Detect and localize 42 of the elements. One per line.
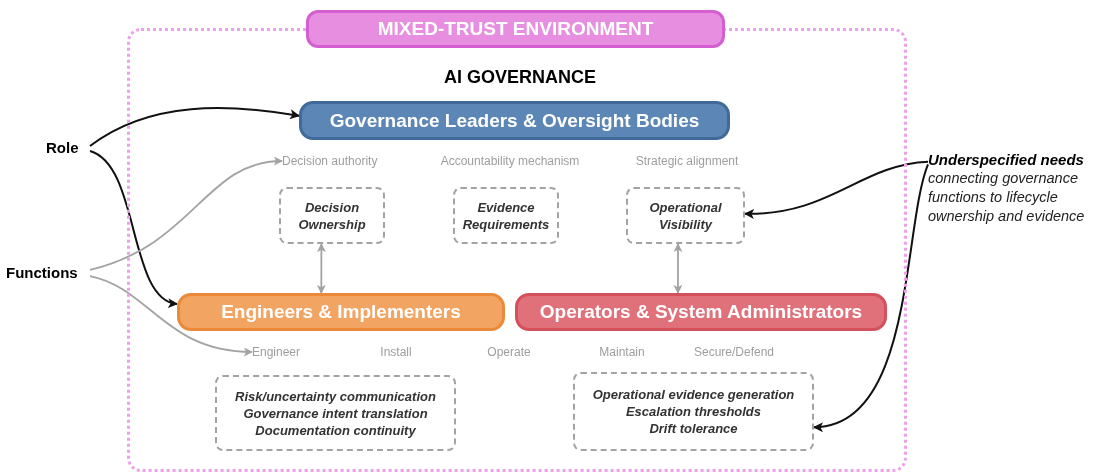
- need-box: [573, 372, 814, 451]
- need-text: Drift tolerance: [649, 420, 738, 437]
- need-text: Operational Visibility: [648, 198, 723, 233]
- environment-title: MIXED-TRUST ENVIRONMENT: [306, 10, 725, 48]
- connector-arrow: [89, 157, 283, 271]
- role-banner: [177, 293, 505, 331]
- function-label: Decision authority: [282, 153, 379, 170]
- need-box: [453, 187, 559, 244]
- function-label: Engineer: [252, 344, 302, 361]
- role-title: Engineers & Implementers: [221, 300, 461, 324]
- connector-arrow: [89, 107, 300, 147]
- side-label: Role: [46, 138, 80, 158]
- function-label: Operate: [486, 344, 532, 361]
- need-text: Documentation continuity: [255, 421, 416, 439]
- function-label: Strategic alignment: [634, 153, 740, 170]
- connector-arrow: [89, 150, 178, 306]
- need-box: [215, 375, 456, 451]
- need-text: Decision Ownership: [297, 198, 367, 233]
- need-text: Operational evidence generation: [592, 386, 795, 403]
- annotation-text: connecting governance functions to lifecycle ownership and evidence: [928, 169, 1086, 226]
- function-label: Secure/Defend: [692, 344, 776, 361]
- role-banner: [515, 293, 887, 331]
- section-heading: AI GOVERNANCE: [443, 66, 597, 89]
- function-label: Accountability mechanism: [439, 153, 581, 170]
- role-banner: [299, 101, 730, 140]
- side-label: Functions: [6, 263, 79, 283]
- need-text: Risk/uncertainty communication: [235, 387, 436, 405]
- connector-arrow: [673, 243, 683, 294]
- connector-arrow: [316, 243, 326, 294]
- function-label: Maintain: [598, 344, 646, 361]
- need-box: [626, 187, 745, 244]
- need-box: [279, 187, 385, 244]
- role-title: Governance Leaders & Oversight Bodies: [329, 108, 700, 133]
- connector-arrow: [89, 275, 253, 356]
- role-title: Operators & System Administrators: [539, 300, 863, 324]
- need-text: Escalation thresholds: [625, 403, 762, 420]
- need-text: Governance intent translation: [243, 404, 428, 422]
- need-text: Evidence Requirements: [461, 198, 551, 233]
- connector-arrow: [744, 160, 929, 219]
- annotation-heading: Underspecified needs: [928, 150, 1085, 169]
- function-label: Install: [379, 344, 413, 361]
- connector-arrow: [813, 163, 929, 431]
